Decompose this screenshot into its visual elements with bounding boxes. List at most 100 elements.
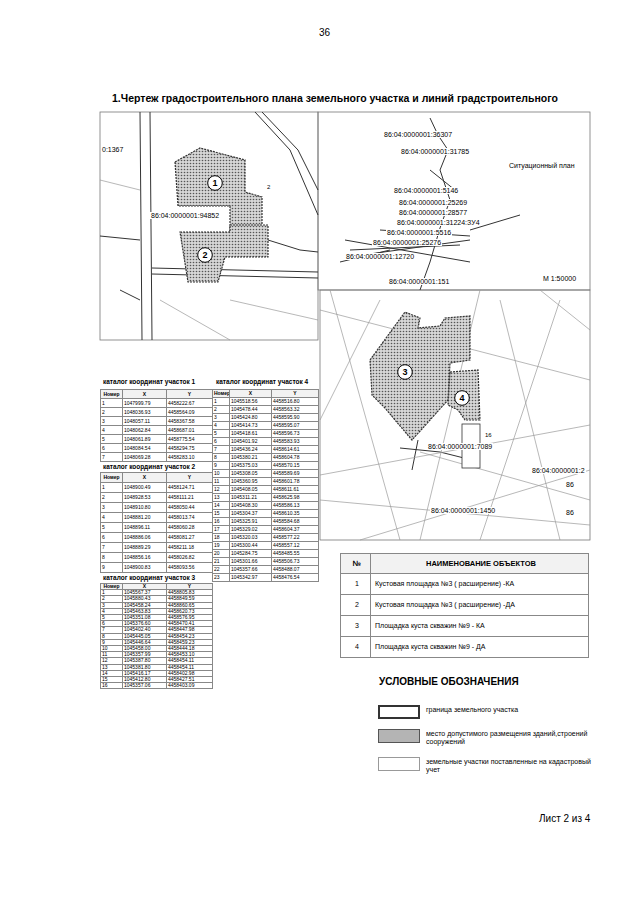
legend-text: место допустимого размещения зданий,стро…: [426, 730, 591, 746]
road-line: [120, 290, 140, 300]
map-label: 86:04:0000001:7089: [427, 443, 493, 450]
map-label: Лист 2 из 4: [538, 814, 591, 825]
boundary-line: [160, 300, 230, 340]
road-line: [152, 274, 318, 278]
callout-circle: 3: [397, 364, 413, 380]
map-label: 86:04:0000001:5146: [393, 187, 459, 194]
table-cell: 4458476.54: [271, 573, 319, 582]
table-cell: 4: [340, 636, 371, 658]
road-line: [268, 240, 318, 252]
road-line: [380, 230, 470, 236]
table-cell: 7: [100, 452, 123, 462]
road-line: [100, 236, 140, 240]
map-label: 86: [565, 509, 575, 516]
map-label: 86:04:0000001:151: [388, 278, 450, 285]
road-line: [262, 112, 318, 190]
table-cell: 16: [100, 682, 123, 689]
table-cell: 1: [340, 573, 371, 595]
map-label: 86:04:0000001:2: [531, 467, 586, 474]
map-label: 0:1367: [101, 146, 124, 153]
map-label: 36: [318, 28, 331, 39]
table-cell: 1045357.06: [122, 682, 167, 689]
map-label: 2: [266, 184, 271, 190]
road-line: [140, 112, 142, 340]
table-cell: Кустовая площадка №3 ( расширение) -КА: [370, 573, 589, 595]
table-title: каталог координат участок 4: [215, 379, 309, 386]
road-line: [345, 240, 470, 262]
circle-shape: [208, 176, 223, 191]
map-label: 86:04:0000001:28577: [398, 209, 468, 216]
map-frame: [320, 290, 590, 540]
map-label: 86:04:0000001:12720: [345, 253, 415, 260]
legend-text: земельные участки поставленные на кадаст…: [426, 758, 591, 774]
map-label: 86:04:0000001:5516: [386, 229, 452, 236]
boundary-line: [230, 300, 318, 320]
map-label: 86:04:0000001:94852: [150, 212, 220, 219]
boundary-line: [100, 180, 140, 190]
callout-number: 2: [202, 251, 207, 260]
callout-number: 1: [212, 179, 217, 188]
map-frame: [318, 112, 590, 290]
legend-swatch: [378, 705, 420, 719]
callout-number: 4: [459, 394, 464, 403]
road-line: [152, 268, 318, 272]
map-label: М 1:50000: [542, 275, 577, 282]
legend-text: граница земельного участка: [426, 706, 591, 714]
table-cell: 4458283.10: [166, 452, 213, 462]
table-cell: 3: [340, 615, 371, 637]
table-cell: №: [340, 553, 371, 574]
table-cell: НАИМЕНОВАНИЕ ОБЪЕКТОВ: [370, 553, 589, 574]
boundary-line: [540, 290, 590, 330]
table-cell: 4458093.56: [166, 562, 213, 573]
map-label: 86:04:0000001:1450: [430, 507, 496, 514]
boundary-line: [480, 300, 560, 540]
table-cell: Площадка куста скважин №9 - ДА: [370, 636, 589, 658]
map-label: 16: [484, 432, 493, 438]
land-plot: [448, 370, 480, 420]
table-cell: 1048900.83: [122, 562, 167, 573]
circle-shape: [455, 391, 470, 406]
map-label: 86:04:0000001:31224:ЗУ4: [396, 219, 481, 226]
table-title: каталог координат участок 3: [102, 575, 196, 582]
table-title: каталог координат участок 1: [102, 379, 196, 386]
boundary-line: [320, 500, 590, 525]
table-cell: Площадка куста скважин №9 - КА: [370, 615, 589, 637]
table-cell: 2: [340, 594, 371, 616]
table-cell: 23: [212, 573, 230, 582]
map-label: 86: [565, 481, 575, 488]
map-label: 86:04:0000001:36307: [383, 131, 453, 138]
boundary-line: [320, 425, 590, 475]
table-cell: 1048069.28: [122, 452, 167, 462]
table-title: каталог координат участок 2: [102, 464, 196, 471]
table-cell: 1045342.97: [229, 573, 272, 582]
map-label: 86:04:0000001:25276: [372, 239, 442, 246]
land-plot: [175, 148, 262, 232]
callout-number: 3: [402, 368, 407, 377]
boundary-line: [420, 452, 590, 500]
road-line: [255, 112, 318, 215]
road-line: [412, 440, 418, 470]
table-cell: Кустовая площадка №3 ( расширение) -ДА: [370, 594, 589, 616]
map-label: Ситуационный план: [508, 162, 576, 169]
table-cell: 4458403.09: [166, 682, 213, 689]
boundary-line: [360, 470, 590, 540]
map-frame: [100, 112, 318, 340]
boundary-line: [500, 300, 560, 540]
table-cell: 9: [100, 562, 123, 573]
map-label: 86:04:0000001:25269: [398, 199, 468, 206]
circle-shape: [198, 248, 213, 263]
circle-shape: [398, 365, 413, 380]
road-line: [150, 112, 152, 340]
callout-circle: 2: [197, 247, 213, 263]
callout-circle: 1: [207, 175, 223, 191]
boundary-line: [330, 290, 400, 540]
legend-swatch: [378, 757, 420, 771]
map-label: 86:04:0000001:31785: [400, 148, 470, 155]
map-label: УСЛОВНЫЕ ОБОЗНАЧЕНИЯ: [378, 677, 520, 688]
callout-circle: 4: [454, 390, 470, 406]
land-plot: [180, 225, 268, 282]
legend-swatch: [378, 729, 420, 743]
